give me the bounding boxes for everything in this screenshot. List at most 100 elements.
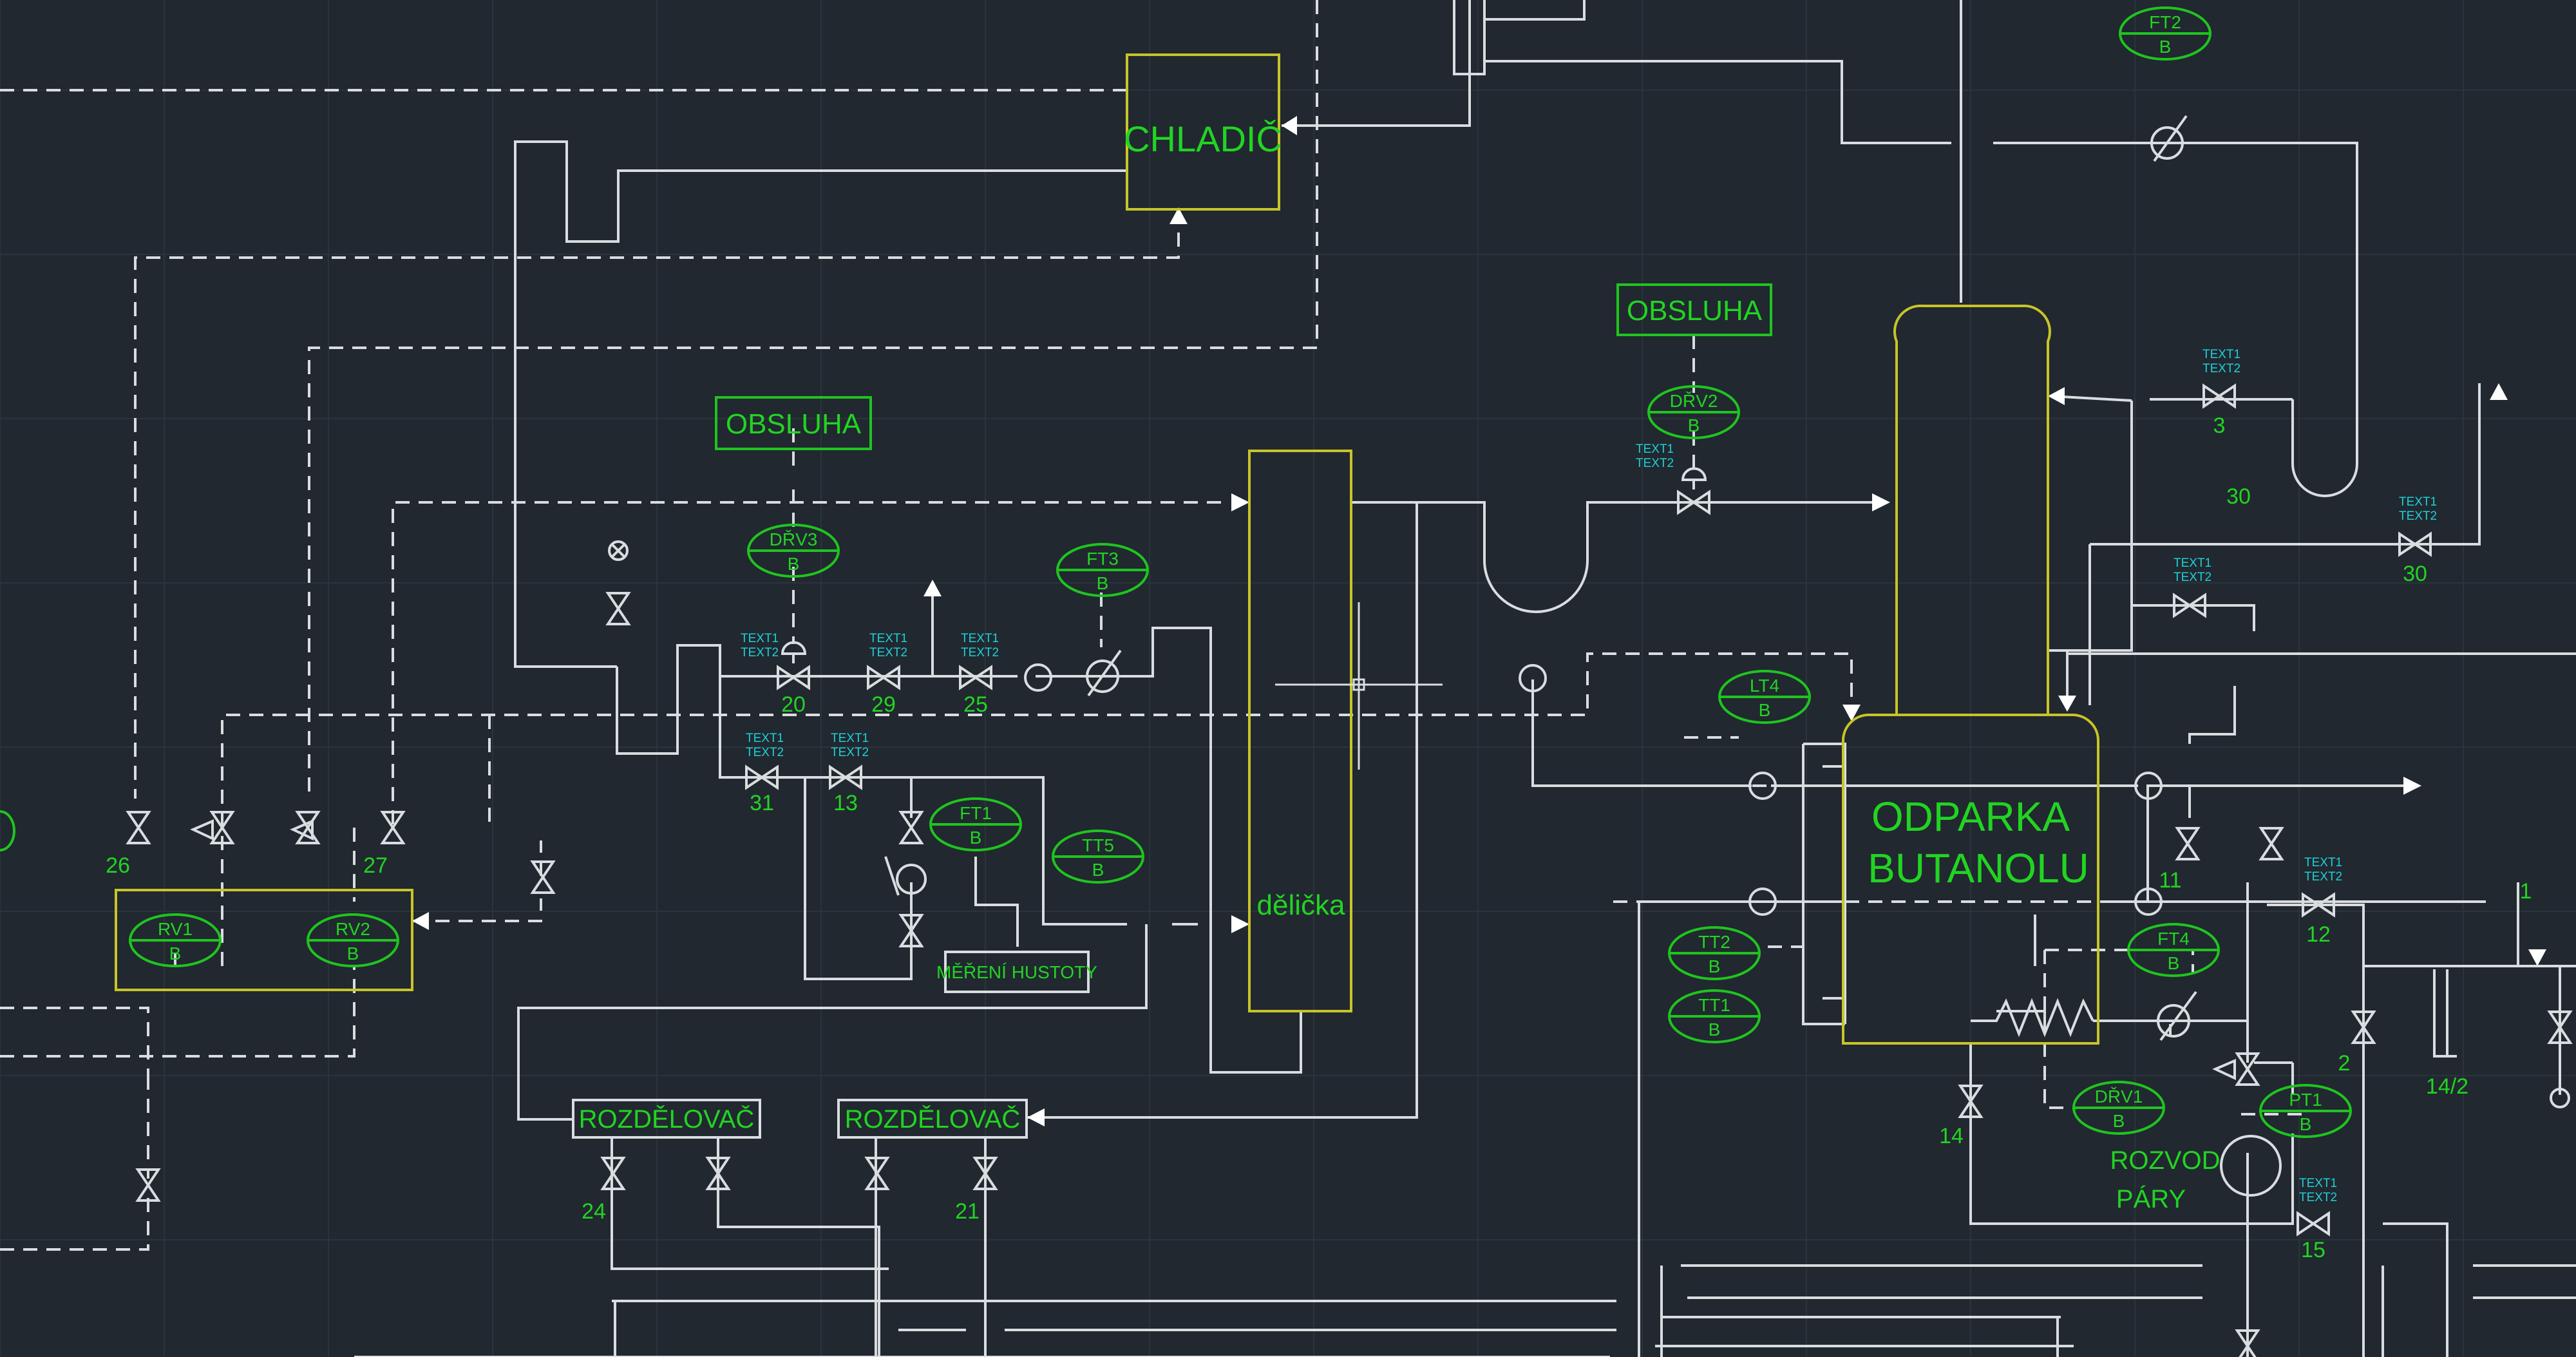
delicka-label: dělička: [1257, 889, 1345, 921]
instrument-tag: RV2: [336, 919, 370, 939]
instrument-sub: B: [1709, 1020, 1721, 1039]
instrument-sub: B: [1759, 700, 1771, 720]
instrument-tag: DŘV2: [1670, 391, 1718, 411]
instrument-sub: B: [970, 828, 982, 848]
valve-number: 29: [871, 692, 896, 717]
rozdelovac-box-2: [837, 1099, 1028, 1139]
valve-tag: TEXT2: [1636, 457, 1674, 470]
instrument-tag: FT1: [960, 803, 992, 823]
valve-number: 20: [781, 692, 806, 717]
valve-tag: TEXT1: [869, 632, 907, 645]
obsluha-box-left: [715, 396, 872, 450]
valve-tag: TEXT1: [961, 632, 999, 645]
rozdelovac-label-2: ROZDĚLOVAČ: [845, 1105, 1021, 1134]
instrument-tag: TT5: [1082, 835, 1114, 855]
valve-tag: TEXT2: [831, 746, 869, 759]
instrument-sub: B: [169, 944, 182, 963]
valve-number: 1: [2520, 879, 2532, 904]
valve-tag: TEXT2: [741, 646, 779, 660]
valve-tag: TEXT1: [2202, 348, 2240, 361]
control-valve-station: [115, 889, 413, 991]
valve-actuators: [190, 115, 2570, 1108]
mereni-hustoty-box: [944, 951, 1090, 993]
cursor-crosshair: [1275, 602, 1443, 770]
valve-numbers: 20 29 25 31 13 26 27 24 21 3 30 30 11 12…: [106, 413, 2532, 1262]
instrument-labels: FT2 B DŘV2 B DŘV3 B FT3 B FT1 B TT5 B LT…: [158, 12, 2322, 1134]
valve-tag: TEXT1: [2299, 1177, 2337, 1190]
instrument-sub: B: [2113, 1111, 2125, 1131]
valve-number: 14/2: [2426, 1074, 2468, 1099]
valve-number: 14: [1939, 1124, 1964, 1148]
valve-number: 30: [2403, 562, 2427, 586]
valve-tag: TEXT1: [1636, 442, 1674, 456]
valve-number: 15: [2301, 1238, 2325, 1262]
valve-tag: TEXT2: [961, 646, 999, 660]
junction-points: [1024, 663, 2282, 1197]
instrument-sub: B: [788, 554, 800, 574]
valve-number: 25: [963, 692, 988, 717]
instrument-tag: LT4: [1750, 676, 1779, 696]
rozvod-label-line1: ROZVOD: [2110, 1146, 2220, 1175]
valve-tag: TEXT1: [2304, 856, 2342, 869]
valve-tag: TEXT1: [831, 732, 869, 745]
odparka-label-line2: BUTANOLU: [1868, 845, 2089, 891]
odparka-evaporator: [1842, 714, 2099, 1045]
valve-number: 21: [955, 1199, 980, 1224]
instrument-sub: B: [1092, 860, 1104, 880]
instrument-tag: FT4: [2157, 929, 2190, 949]
delicka-splitter: [1248, 450, 1352, 1012]
valve-tag-labels: TEXT1 TEXT2 TEXT1 TEXT2 TEXT1 TEXT2 TEXT…: [741, 348, 2437, 1204]
flow-arrows: [412, 116, 2546, 1126]
mereni-hustoty-label: MĚŘENÍ HUSTOTY: [936, 962, 1097, 982]
instrument-tag: FT3: [1086, 549, 1119, 569]
instrument-tag: TT1: [1698, 995, 1730, 1015]
instrument-bubbles: [0, 6, 2352, 1138]
valve-tag: TEXT2: [2299, 1191, 2337, 1204]
valve-tag: TEXT2: [2174, 571, 2211, 584]
instrument-sub: B: [347, 944, 359, 963]
instrument-tag: DŘV3: [770, 529, 818, 549]
valve-tag: TEXT2: [2304, 870, 2342, 884]
odparka-label-line1: ODPARKA: [1871, 793, 2070, 840]
valves: [127, 384, 2571, 1357]
instrument-sub: B: [1688, 415, 1700, 435]
valve-tag: TEXT2: [746, 746, 784, 759]
valve-number: 26: [106, 853, 130, 878]
instrument-sub: B: [2168, 953, 2180, 973]
instrument-sub: B: [1709, 956, 1721, 976]
chladic-cooler: [1126, 53, 1280, 211]
valve-tag: TEXT1: [746, 732, 784, 745]
instrument-sub: B: [2300, 1114, 2312, 1134]
process-pipes: [354, 0, 2576, 1357]
valve-number: 24: [582, 1199, 606, 1224]
valve-number: 3: [2213, 413, 2226, 438]
rozdelovac-box-1: [572, 1099, 761, 1139]
valve-tag: TEXT2: [2202, 362, 2240, 375]
instrument-sub: B: [1097, 573, 1109, 593]
instrument-tag: TT2: [1698, 932, 1730, 952]
obsluha-label-left: OBSLUHA: [726, 408, 862, 440]
valve-tag: TEXT2: [869, 646, 907, 660]
instrument-tag: RV1: [158, 919, 193, 939]
instrument-tag: PT1: [2289, 1090, 2322, 1110]
rozdelovac-label-1: ROZDĚLOVAČ: [579, 1105, 755, 1134]
rozvod-label-line2: PÁRY: [2116, 1184, 2186, 1213]
valve-number: 2: [2338, 1051, 2351, 1076]
valve-tag: TEXT1: [2399, 495, 2437, 509]
instrument-sub: B: [2159, 37, 2172, 57]
signal-lines: [0, 0, 2421, 1251]
instrument-tag: DŘV1: [2095, 1087, 2143, 1106]
valve-number: 12: [2306, 922, 2331, 947]
obsluha-box-right: [1616, 283, 1772, 336]
valve-tag: TEXT2: [2399, 509, 2437, 523]
valve-number: 31: [750, 791, 774, 815]
valve-number: 11: [2159, 868, 2181, 893]
instrument-tag: FT2: [2149, 12, 2181, 32]
distillation-column: [1893, 304, 2051, 715]
heating-coil: [1971, 998, 2094, 1038]
valve-tag: TEXT1: [741, 632, 779, 645]
valve-number: 13: [833, 791, 858, 815]
